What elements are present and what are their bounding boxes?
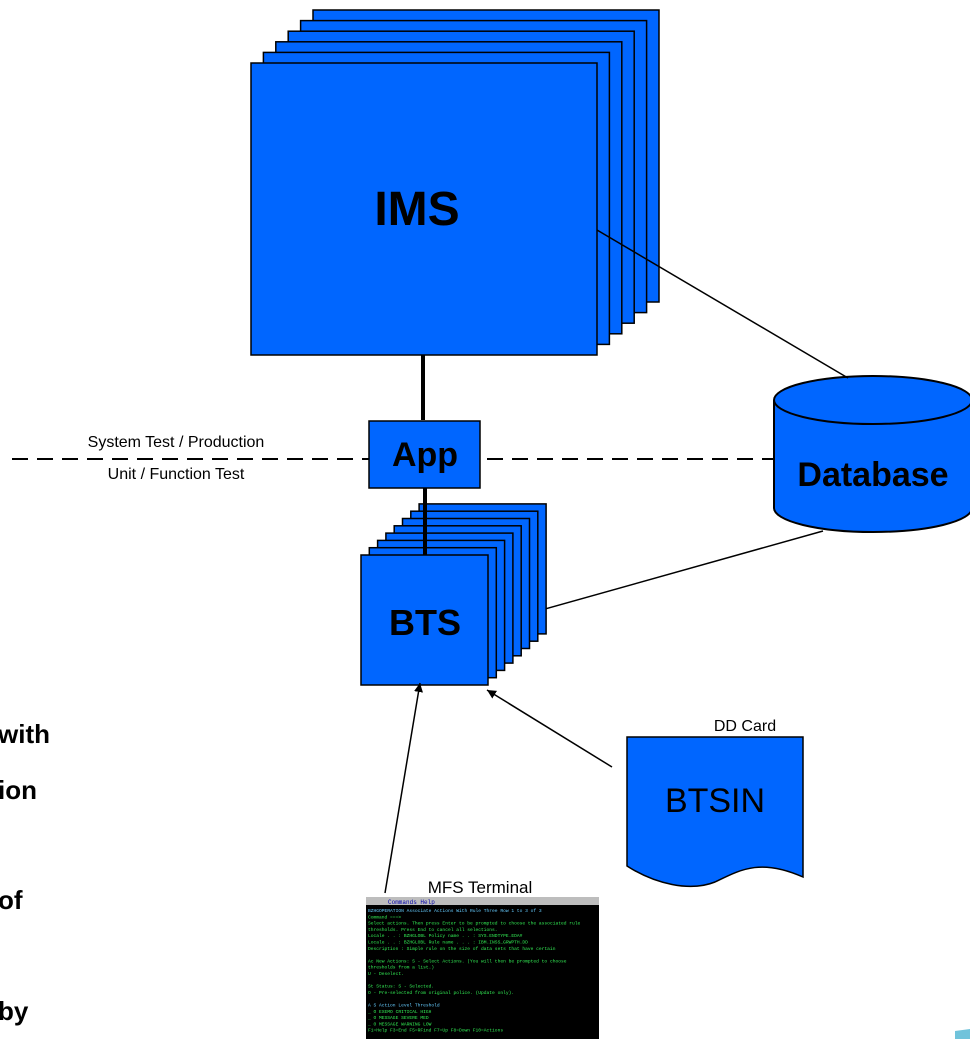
terminal-line: St Status: S - Selected. (368, 984, 434, 990)
mfs-terminal-label: MFS Terminal (428, 878, 533, 897)
terminal-to-bts-arrow (384, 682, 423, 894)
terminal-menu-bar (366, 897, 599, 905)
bts-label: BTS (389, 602, 461, 643)
cut-text-2: ion (0, 775, 37, 805)
unit-test-label: Unit / Function Test (108, 466, 245, 483)
terminal-line: Select actions. Then press Enter to be p… (368, 921, 581, 927)
terminal-line: A S Action Level Threshold (368, 1003, 440, 1009)
corner-accent-mark (955, 1029, 970, 1039)
ims-stack (250, 9, 660, 356)
ims-box-layer-1 (250, 62, 598, 356)
terminal-line: U - Deselect. (368, 971, 404, 977)
cut-text-1: with (0, 719, 50, 749)
system-test-label: System Test / Production (88, 434, 265, 451)
terminal-line: Description : Simple rule on the size of… (368, 946, 556, 952)
app-label: App (392, 436, 458, 474)
database-label: Database (797, 456, 948, 494)
bts-stack (360, 503, 547, 686)
terminal-line: O - Pre-selected from original police. (… (368, 990, 514, 996)
ims-label: IMS (374, 183, 459, 236)
mfs-terminal-screen: Commands Help BZHGOPERATION Associate Ac… (366, 897, 599, 1039)
terminal-line: _ O EXEMO CRITICAL HIGH (367, 1009, 432, 1015)
terminal-line: BZHGOPERATION Associate Actions With Rul… (368, 908, 542, 914)
terminal-line: thresholds from a list.) (368, 965, 434, 971)
terminal-line: _ O MESSAGE SEVERE MED (367, 1015, 429, 1021)
terminal-line: Locale . . : BZHGLOBL Rule name . . . : … (368, 940, 528, 946)
cut-text-3: of (0, 885, 23, 915)
ims-to-database-line (596, 229, 849, 379)
database-cylinder (773, 375, 970, 533)
terminal-line: Command ===> (368, 914, 401, 920)
terminal-lines: BZHGOPERATION Associate Actions With Rul… (367, 908, 581, 1034)
terminal-line: F1=Help F3=End F5=RFind F7=Up F8=Down F1… (368, 1028, 503, 1034)
terminal-line: Ac New Actions: S - Select Actions. (You… (368, 958, 567, 964)
terminal-line: Locale . . : BZHGLOBL Policy name . . : … (368, 933, 523, 939)
app-box (368, 420, 481, 489)
dd-card-label: DD Card (714, 718, 776, 735)
terminal-line: thresholds. Press End to cancel all sele… (368, 927, 498, 933)
cut-text-4: by (0, 996, 29, 1026)
btsin-document (626, 736, 804, 888)
terminal-line: _ O MESSAGE WARNING LOW (367, 1021, 432, 1027)
btsin-to-bts-arrow (486, 689, 613, 768)
terminal-menu-text: Commands Help (388, 899, 435, 906)
btsin-label: BTSIN (665, 782, 765, 820)
